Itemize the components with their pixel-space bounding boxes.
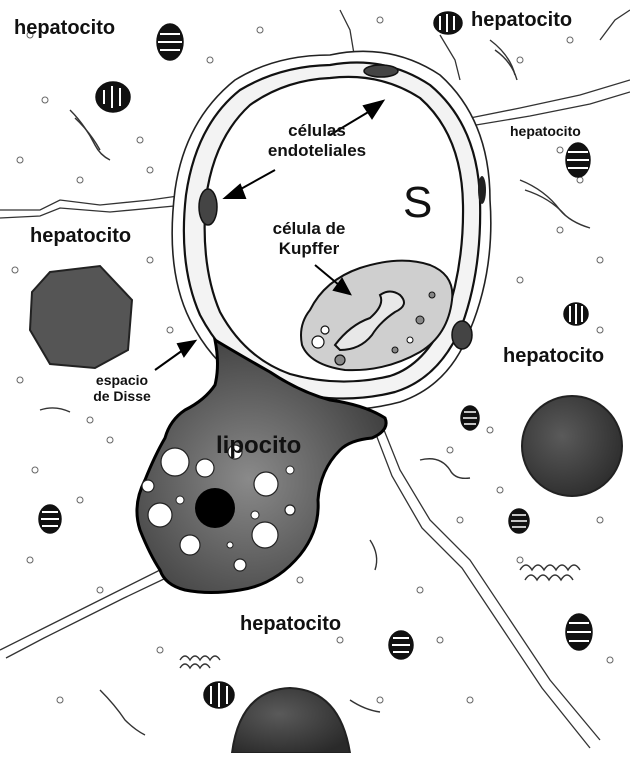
label-hepatocito: hepatocito	[471, 9, 572, 32]
label-line: Kupffer	[254, 239, 364, 259]
label-celulas-endoteliales: células endoteliales	[262, 121, 372, 161]
label-line: endoteliales	[262, 141, 372, 161]
mitochondrion	[566, 614, 592, 650]
mitochondrion	[461, 406, 479, 430]
label-line: de Disse	[82, 388, 162, 404]
mitochondrion	[566, 143, 590, 177]
mitochondrion	[509, 509, 529, 533]
endothelial-nucleus	[478, 176, 486, 204]
hepatocyte-nucleus	[522, 396, 622, 496]
label-hepatocito: hepatocito	[240, 613, 341, 636]
mitochondrion	[39, 505, 61, 533]
mitochondrion	[204, 682, 234, 708]
label-sinusoid: S	[403, 178, 432, 228]
label-lipocito: lipocito	[216, 432, 301, 460]
mitochondrion	[157, 24, 183, 60]
mitochondrion	[434, 12, 462, 34]
mitochondrion	[96, 82, 130, 112]
mitochondrion	[564, 303, 588, 325]
label-hepatocito: hepatocito	[503, 345, 604, 368]
label-espacio-de-disse: espacio de Disse	[82, 372, 162, 404]
endothelial-nucleus	[452, 321, 472, 349]
endothelial-nucleus	[199, 189, 217, 225]
mitochondrion	[389, 631, 413, 659]
endothelial-nucleus	[364, 65, 398, 77]
label-line: espacio	[82, 372, 162, 388]
hepatocyte-nucleus	[30, 266, 132, 368]
label-hepatocito: hepatocito	[510, 123, 581, 139]
label-hepatocito: hepatocito	[30, 225, 131, 248]
hepatocyte-nucleus	[232, 688, 350, 753]
label-line: células	[262, 121, 372, 141]
label-hepatocito: hepatocito	[14, 17, 115, 40]
label-kupffer-cell: célula de Kupffer	[254, 219, 364, 259]
label-line: célula de	[254, 219, 364, 239]
